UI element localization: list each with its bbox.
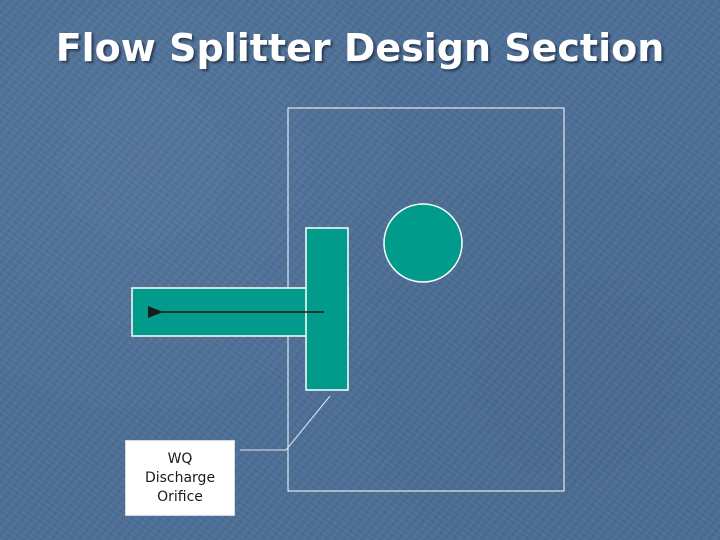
callout-line-2: Discharge [144,469,216,486]
weir-wall [305,227,349,391]
wq-discharge-orifice-callout: WQ Discharge Orifice [125,440,235,516]
callout-leader-line [240,395,331,451]
callout-line-1: WQ [167,450,193,467]
callout-line-3: Orifice [157,488,203,505]
inflow-pipe-circle [383,203,463,283]
slide-title: Flow Splitter Design Section [55,26,665,70]
